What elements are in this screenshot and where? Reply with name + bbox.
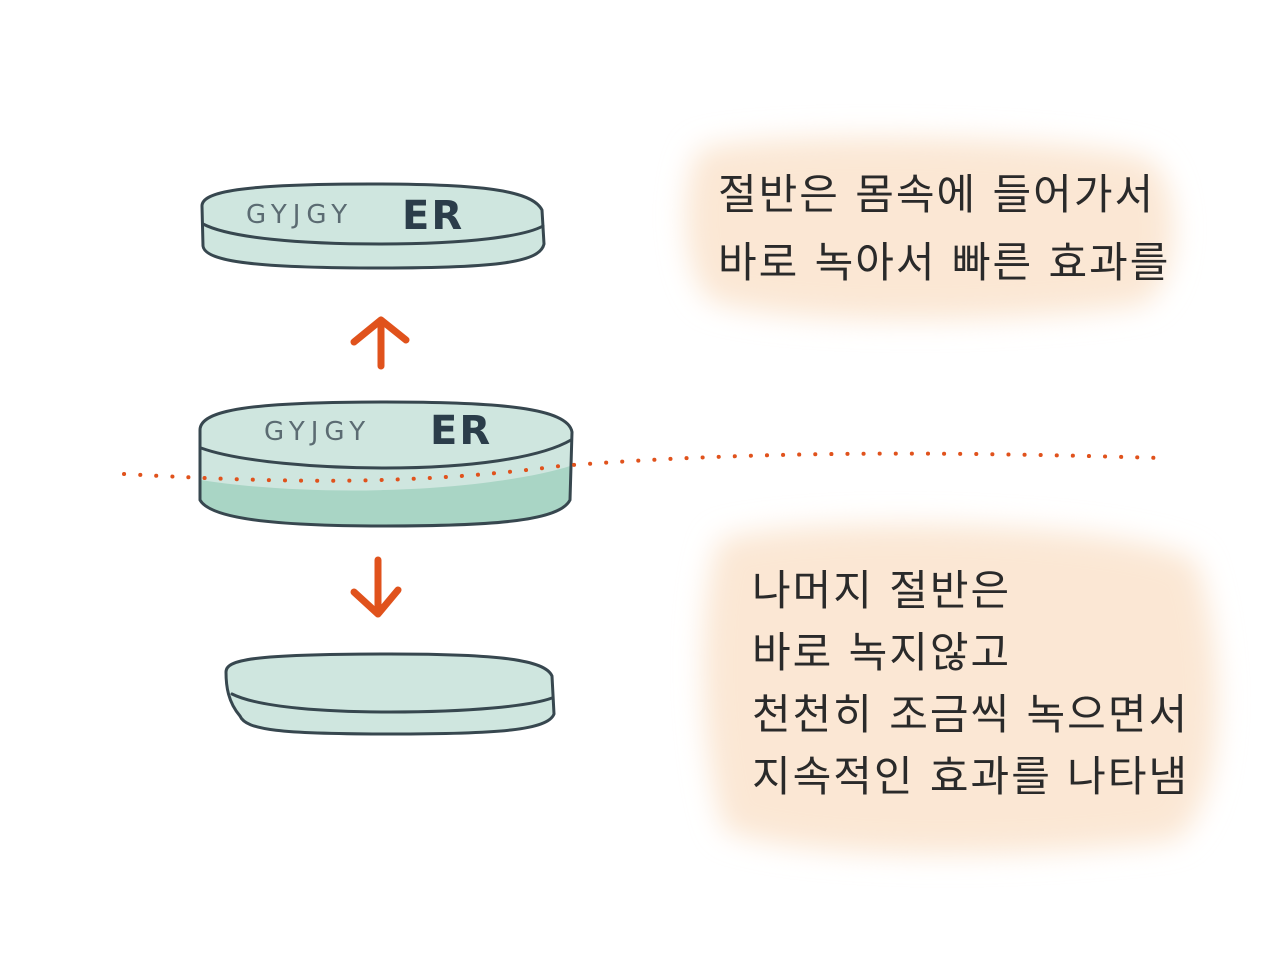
arrow-up-icon xyxy=(350,316,410,370)
tablet-top-imprint: GYJGY xyxy=(246,200,353,230)
tablet-middle-outline xyxy=(198,400,574,528)
tablet-top-outline xyxy=(200,182,546,270)
tablet-middle: GYJGY ER xyxy=(198,400,574,528)
tablet-top-body xyxy=(202,184,544,268)
note-bottom-background xyxy=(703,524,1218,854)
tablet-top: GYJGY ER xyxy=(200,182,546,270)
arrow-down-icon xyxy=(350,556,402,618)
note-bottom-line-1: 나머지 절반은 xyxy=(752,566,1012,615)
note-top-line-1: 절반은 몸속에 들어가서 xyxy=(718,170,1156,219)
note-bottom: 나머지 절반은 바로 녹지않고 천천히 조금씩 녹으면서 지속적인 효과를 나타… xyxy=(752,560,1187,820)
note-bottom-line-4: 지속적인 효과를 나타냄 xyxy=(752,752,1190,801)
tablet-top-mark: ER xyxy=(402,193,464,239)
note-top: 절반은 몸속에 들어가서 바로 녹아서 빠른 효과를 xyxy=(718,162,1168,292)
note-bottom-line-3: 천천히 조금씩 녹으면서 xyxy=(752,690,1190,739)
note-top-line-2: 바로 녹아서 빠른 효과를 xyxy=(718,238,1171,287)
tablet-bottom-body xyxy=(226,654,554,734)
tablet-top-rim xyxy=(201,222,545,246)
tablet-middle-rim xyxy=(199,438,573,470)
tablet-bottom xyxy=(224,652,556,736)
tablet-bottom-rim xyxy=(230,692,554,714)
note-top-background xyxy=(686,137,1174,320)
tablet-middle-imprint: GYJGY xyxy=(264,417,371,447)
note-bottom-line-2: 바로 녹지않고 xyxy=(752,628,1012,677)
tablet-bottom-outline xyxy=(224,652,556,736)
tablet-middle-mark: ER xyxy=(430,408,492,454)
tablet-middle-lower-half xyxy=(200,466,570,526)
